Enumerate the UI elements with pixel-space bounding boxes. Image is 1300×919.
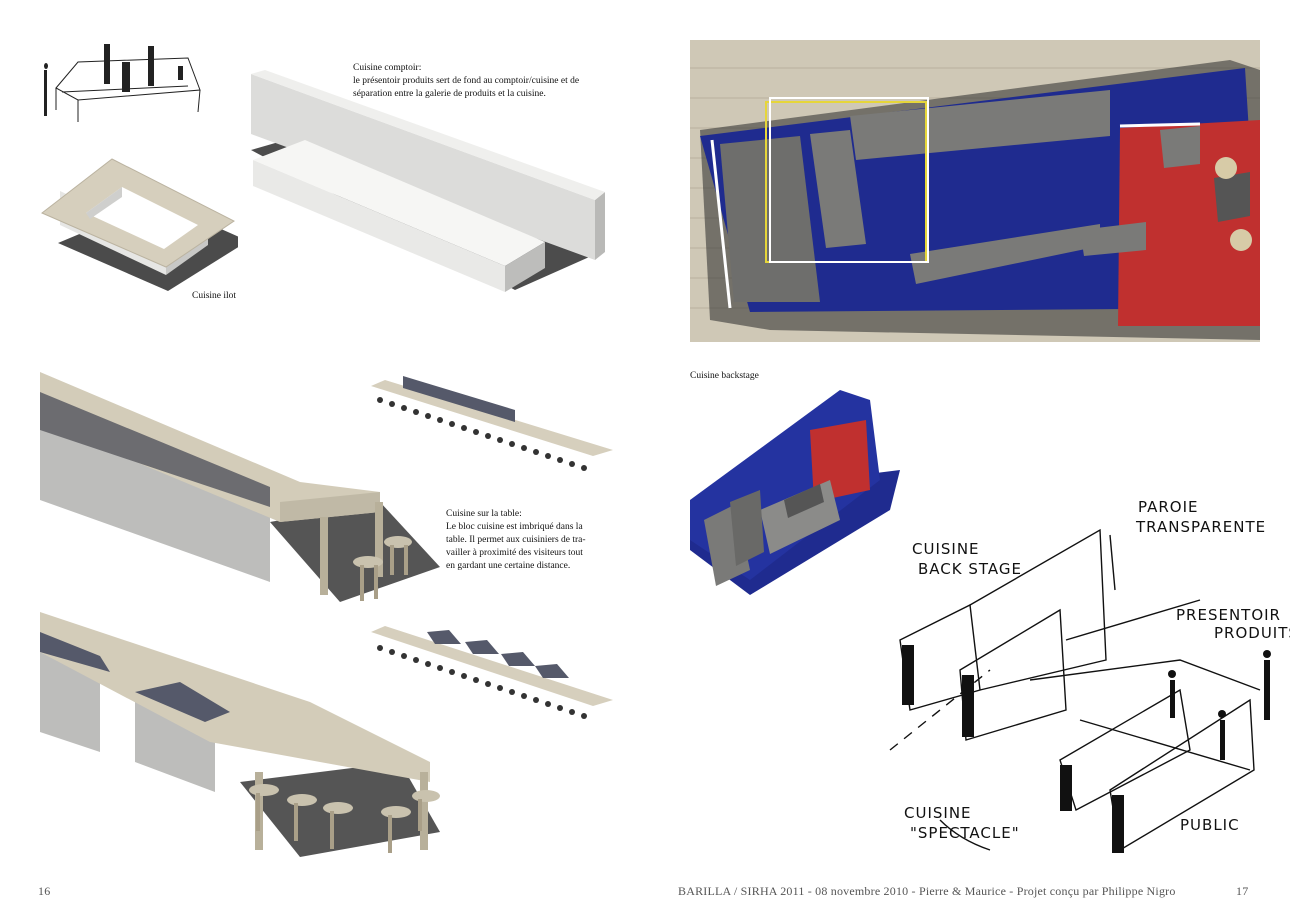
sketch-label-backstage-2: BACK STAGE — [918, 560, 1022, 578]
table-cuisine-render-large — [40, 372, 440, 602]
table-caption: Cuisine sur la table: Le bloc cuisine es… — [446, 508, 626, 573]
sketch-label-paroie-1: PAROIE — [1138, 498, 1198, 516]
sketch-label-presentoir-1: PRESENTOIR — [1176, 606, 1281, 624]
table-caption-title: Cuisine sur la table: — [446, 509, 522, 519]
footer-text: BARILLA / SIRHA 2011 - 08 novembre 2010 … — [678, 884, 1176, 898]
sketch-label-paroie-2: TRANSPARENTE — [1135, 518, 1266, 536]
table-cuisine-render-small-1 — [371, 376, 613, 471]
counter-sketch — [44, 44, 201, 122]
page-number-left: 16 — [38, 884, 51, 898]
table-caption-line: vailler à proximité des visiteurs tout — [446, 548, 583, 558]
comptoir-render — [251, 70, 605, 292]
sketch-label-spectacle-1: CUISINE — [904, 804, 972, 822]
backstage-caption: Cuisine backstage — [690, 371, 759, 381]
table-cuisine-render-large-2 — [40, 612, 440, 857]
table-cuisine-render-small-2 — [371, 626, 613, 719]
sketch-label-public: PUBLIC — [1180, 816, 1240, 834]
comptoir-caption-title: Cuisine comptoir: — [353, 63, 422, 73]
comptoir-caption-line: séparation entre la galerie de produits … — [353, 89, 546, 99]
ilot-render — [41, 158, 238, 291]
table-caption-line: Le bloc cuisine est imbriqué dans la — [446, 522, 583, 532]
table-caption-line: en gardant une certaine distance. — [446, 561, 571, 571]
page-number-right: 17 — [1236, 884, 1249, 898]
table-caption-line: table. Il permet aux cuisiniers de tra- — [446, 535, 586, 545]
sketch-label-spectacle-2: "SPECTACLE" — [910, 824, 1020, 842]
ilot-caption: Cuisine ilot — [192, 291, 237, 301]
comptoir-caption: Cuisine comptoir: le présentoir produits… — [353, 62, 643, 101]
concept-sketch: CUISINE BACK STAGE PAROIE TRANSPARENTE P… — [889, 498, 1290, 853]
comptoir-caption-line: le présentoir produits sert de fond au c… — [353, 76, 580, 86]
backstage-plan-render — [690, 40, 1260, 342]
sketch-label-backstage-1: CUISINE — [912, 540, 980, 558]
sketch-label-presentoir-2: PRODUITS — [1214, 624, 1290, 642]
backstage-3d-render — [690, 390, 900, 595]
